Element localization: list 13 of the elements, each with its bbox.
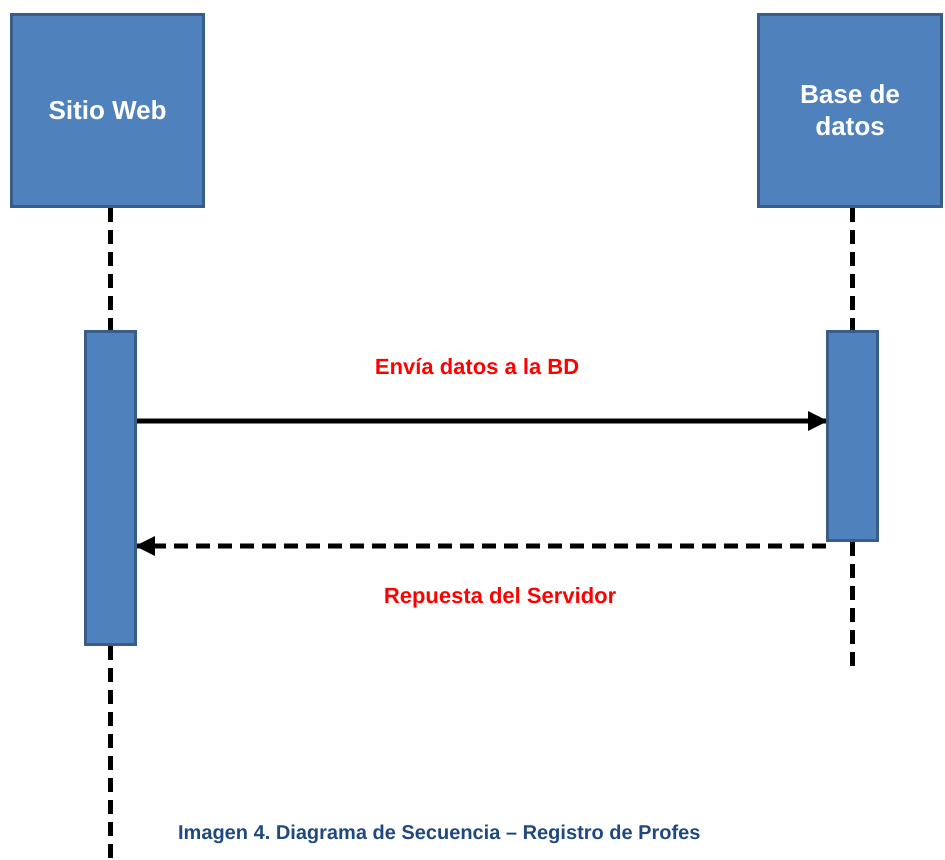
participant-name: Sitio Web xyxy=(48,94,166,126)
lifeline xyxy=(850,208,855,330)
figure-caption: Imagen 4. Diagrama de Secuencia – Registro de Profes xyxy=(178,822,700,845)
lifeline xyxy=(108,646,113,860)
participant-name: Base de datos xyxy=(799,79,901,142)
lifeline xyxy=(108,208,113,330)
lifeline xyxy=(850,542,855,668)
message-arrow xyxy=(135,536,826,556)
activation-bar xyxy=(84,330,137,646)
lifeline-header-box xyxy=(10,13,205,208)
activation-bar xyxy=(826,330,879,542)
message-arrow xyxy=(137,411,828,431)
lifeline-header-box xyxy=(757,13,943,208)
